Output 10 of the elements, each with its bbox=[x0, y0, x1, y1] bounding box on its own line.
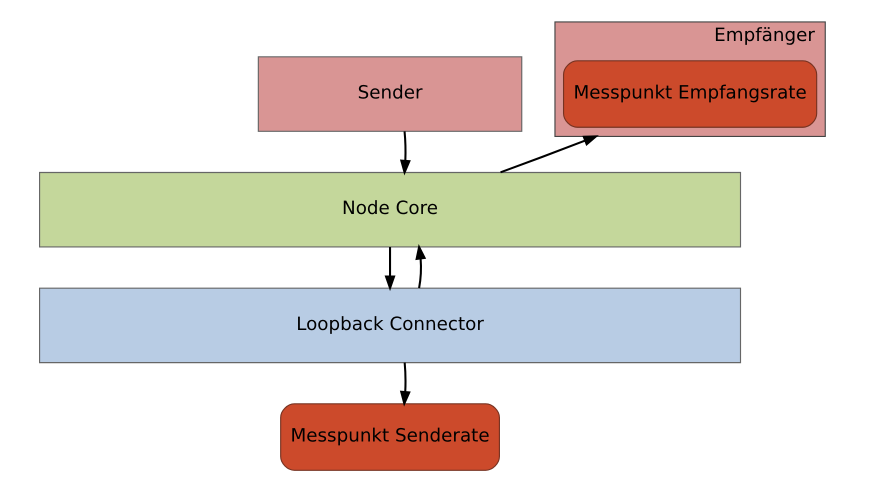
arrow bbox=[399, 362, 410, 407]
node-box: Messpunkt Senderate bbox=[280, 403, 500, 471]
node-box: Node Core bbox=[38, 172, 741, 248]
arrow bbox=[384, 247, 395, 292]
arrow bbox=[414, 244, 426, 288]
node-box: Sender bbox=[257, 56, 522, 132]
node-box: Loopback Connector bbox=[38, 288, 741, 364]
arrow bbox=[500, 135, 598, 174]
node-box: Messpunkt Empfangsrate bbox=[562, 60, 817, 128]
arrow bbox=[399, 131, 410, 176]
